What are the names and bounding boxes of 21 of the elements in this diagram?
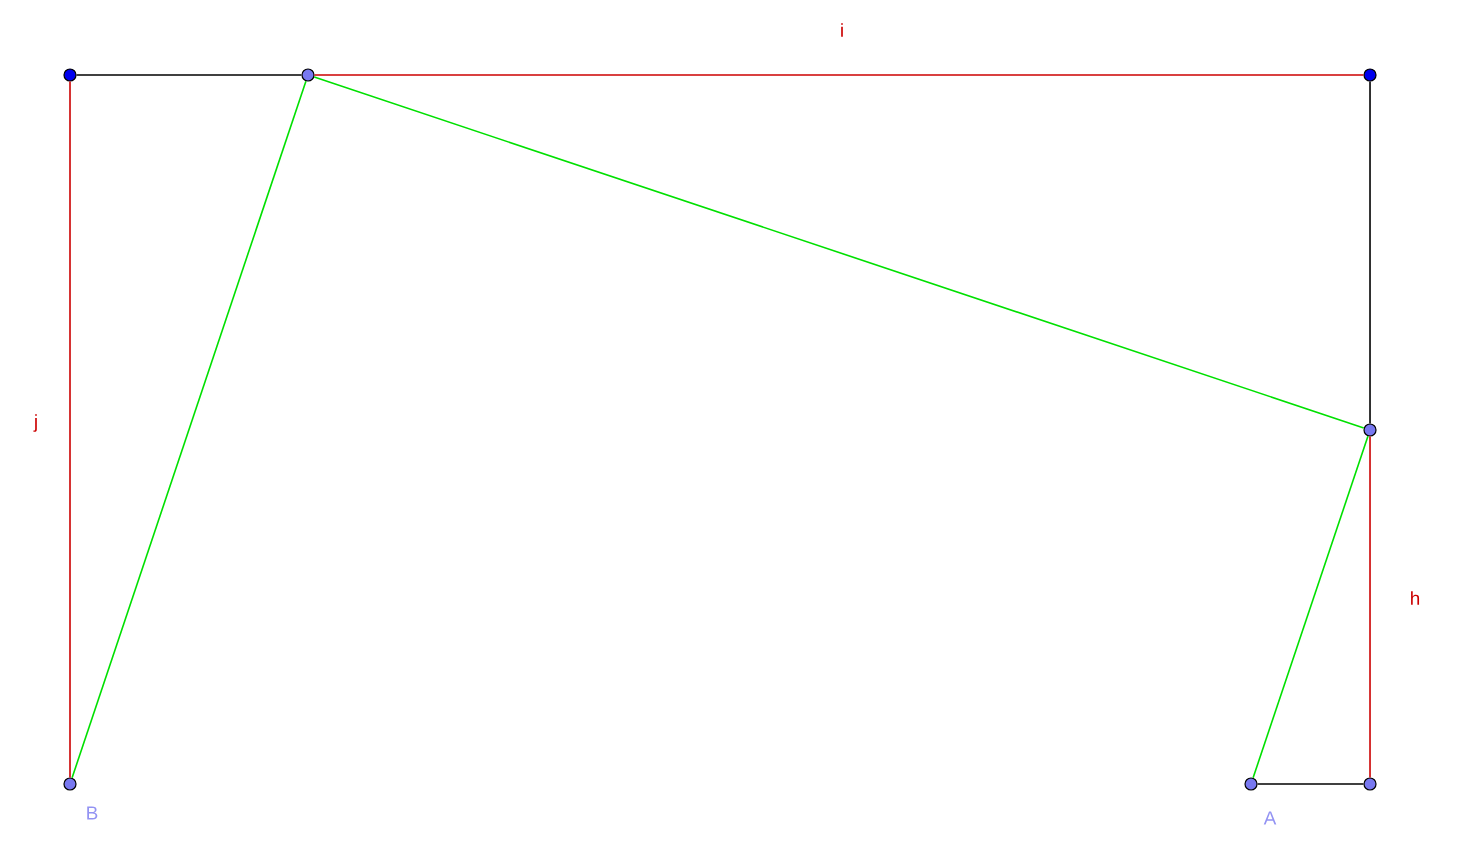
segment	[75, 74, 303, 76]
segment	[1256, 783, 1365, 785]
segment	[313, 76, 1365, 429]
point	[1363, 777, 1377, 791]
segment	[71, 80, 307, 779]
segment	[1369, 435, 1371, 779]
point	[63, 777, 77, 791]
point	[301, 68, 315, 82]
segment	[1369, 80, 1371, 425]
segment	[69, 80, 71, 779]
point	[1244, 777, 1258, 791]
point	[63, 68, 77, 82]
segment-label: j	[32, 413, 40, 433]
segment-label: h	[1408, 590, 1422, 606]
segment-label: i	[838, 22, 846, 38]
point	[1363, 423, 1377, 437]
segment	[313, 74, 1365, 76]
point	[1363, 68, 1377, 82]
point-label: B	[87, 806, 98, 820]
point-label: A	[1263, 811, 1277, 825]
segment	[1252, 435, 1369, 779]
